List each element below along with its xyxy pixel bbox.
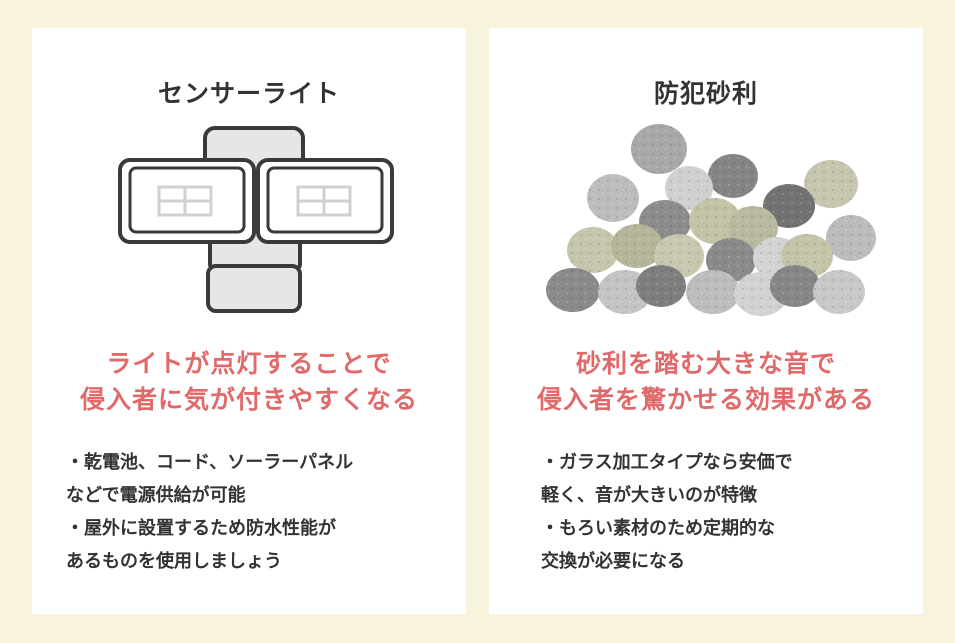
card-title: センサーライト	[157, 79, 340, 108]
bullet-line-3: ・もろい素材のため定期的な	[541, 518, 775, 539]
bullet-line-3: ・屋外に設置するため防水性能が	[66, 518, 336, 539]
gravel-stones-icon	[546, 124, 876, 316]
bullet-line-2: 軽く、音が大きいのが特徴	[541, 485, 757, 506]
bullet-line-4: あるものを使用しましょう	[66, 551, 282, 572]
headline-line-2: 侵入者を驚かせる効果がある	[536, 385, 875, 414]
headline-line-1: ライトが点灯することで	[106, 349, 392, 378]
headline-line-2: 侵入者に気が付きやすくなる	[79, 385, 418, 414]
headline-line-1: 砂利を踏む大きな音で	[575, 349, 836, 378]
bullet-line-1: ・乾電池、コード、ソーラーパネル	[66, 452, 354, 473]
card-title: 防犯砂利	[653, 79, 758, 108]
sensor-light-icon	[118, 126, 394, 313]
bullet-line-2: などで電源供給が可能	[66, 485, 246, 506]
headline: 砂利を踏む大きな音で 侵入者を驚かせる効果がある	[489, 346, 923, 418]
gravel-card: 防犯砂利	[489, 28, 923, 614]
bullet-list: ・乾電池、コード、ソーラーパネル などで電源供給が可能 ・屋外に設置するため防水…	[66, 446, 446, 578]
headline: ライトが点灯することで 侵入者に気が付きやすくなる	[32, 346, 466, 418]
bullet-line-1: ・ガラス加工タイプなら安価で	[541, 452, 793, 473]
bullet-line-4: 交換が必要になる	[541, 551, 685, 572]
bullet-list: ・ガラス加工タイプなら安価で 軽く、音が大きいのが特徴 ・もろい素材のため定期的…	[541, 446, 901, 578]
sensor-light-card: センサーライト ライトが点灯することで 侵入者に気が付きやすくなる ・乾電池、コ…	[32, 28, 466, 614]
